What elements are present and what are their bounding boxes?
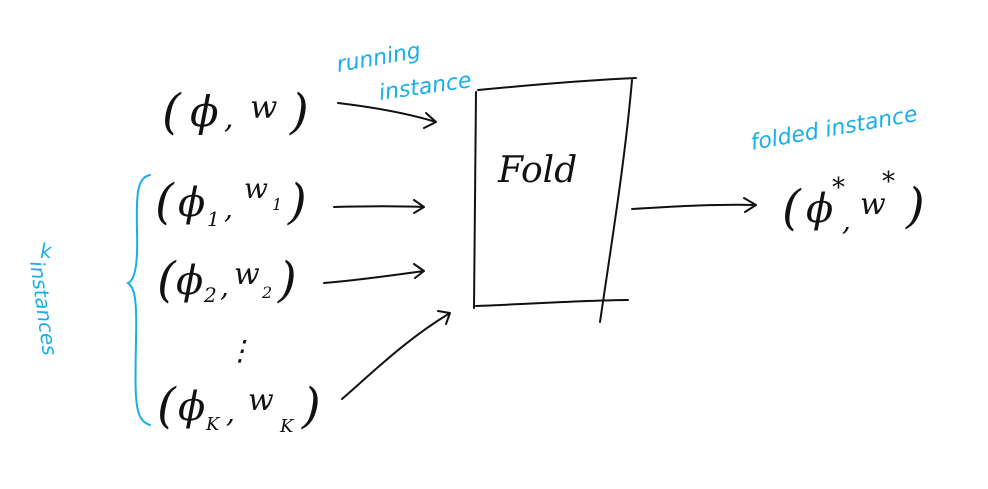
comma: , bbox=[220, 270, 229, 303]
arrow-output bbox=[631, 197, 757, 213]
arrow-inst2 bbox=[323, 263, 425, 284]
w-symbol: w bbox=[248, 383, 274, 418]
vertical-dots: ⋮ bbox=[226, 334, 254, 367]
comma: , bbox=[224, 192, 233, 225]
w-symbol: w bbox=[250, 88, 277, 126]
phi-symbol: ϕ bbox=[806, 186, 833, 232]
phi-symbol: ϕ bbox=[178, 384, 205, 430]
instance-1-tuple: ( ϕ 1 , w 1 ) bbox=[155, 172, 307, 231]
folded-instance-label: folded instance bbox=[749, 102, 920, 156]
w-subscript: K bbox=[279, 416, 295, 437]
phi-symbol: ϕ bbox=[178, 180, 205, 226]
paren-open: ( bbox=[155, 174, 175, 230]
phi-symbol: ϕ bbox=[190, 87, 219, 136]
paren-open: ( bbox=[162, 84, 182, 140]
comma: , bbox=[226, 396, 235, 429]
phi-subscript: 2 bbox=[203, 283, 217, 307]
w-subscript: 1 bbox=[272, 195, 282, 214]
paren-close: ) bbox=[287, 174, 307, 230]
fold-box: Fold bbox=[473, 77, 637, 323]
instances-label: instances bbox=[25, 259, 62, 357]
paren-open: ( bbox=[782, 180, 802, 236]
paren-open: ( bbox=[157, 378, 177, 434]
w-superscript: * bbox=[882, 167, 895, 197]
instance-label: instance bbox=[377, 68, 473, 106]
w-subscript: 2 bbox=[261, 283, 272, 302]
running-instance-tuple: ( ϕ , w ) bbox=[162, 84, 309, 140]
phi-superscript: * bbox=[832, 173, 845, 203]
instance-2-tuple: ( ϕ 2 , w 2 ) bbox=[157, 252, 297, 308]
folded-instance-tuple: ( ϕ * , w * ) bbox=[782, 167, 925, 237]
paren-close: ) bbox=[289, 84, 309, 140]
arrow-running bbox=[337, 102, 437, 129]
comma: , bbox=[842, 204, 851, 237]
w-symbol: w bbox=[234, 257, 260, 292]
paren-close: ) bbox=[301, 378, 321, 434]
paren-open: ( bbox=[157, 252, 177, 308]
phi-subscript: K bbox=[205, 414, 221, 435]
brace bbox=[125, 174, 151, 426]
k-label: k bbox=[40, 239, 53, 263]
arrow-inst1 bbox=[333, 199, 425, 214]
arrow-instk bbox=[341, 310, 451, 400]
phi-symbol: ϕ bbox=[176, 258, 203, 304]
running-label: running bbox=[335, 39, 423, 78]
input-arrows bbox=[323, 102, 451, 400]
fold-label: Fold bbox=[497, 150, 577, 191]
w-symbol: w bbox=[860, 187, 886, 222]
instance-k-tuple: ( ϕ K , w K ) bbox=[157, 378, 321, 437]
paren-close: ) bbox=[905, 178, 925, 234]
comma: , bbox=[224, 101, 234, 136]
w-symbol: w bbox=[244, 172, 268, 205]
phi-subscript: 1 bbox=[207, 207, 220, 231]
paren-close: ) bbox=[277, 252, 297, 308]
